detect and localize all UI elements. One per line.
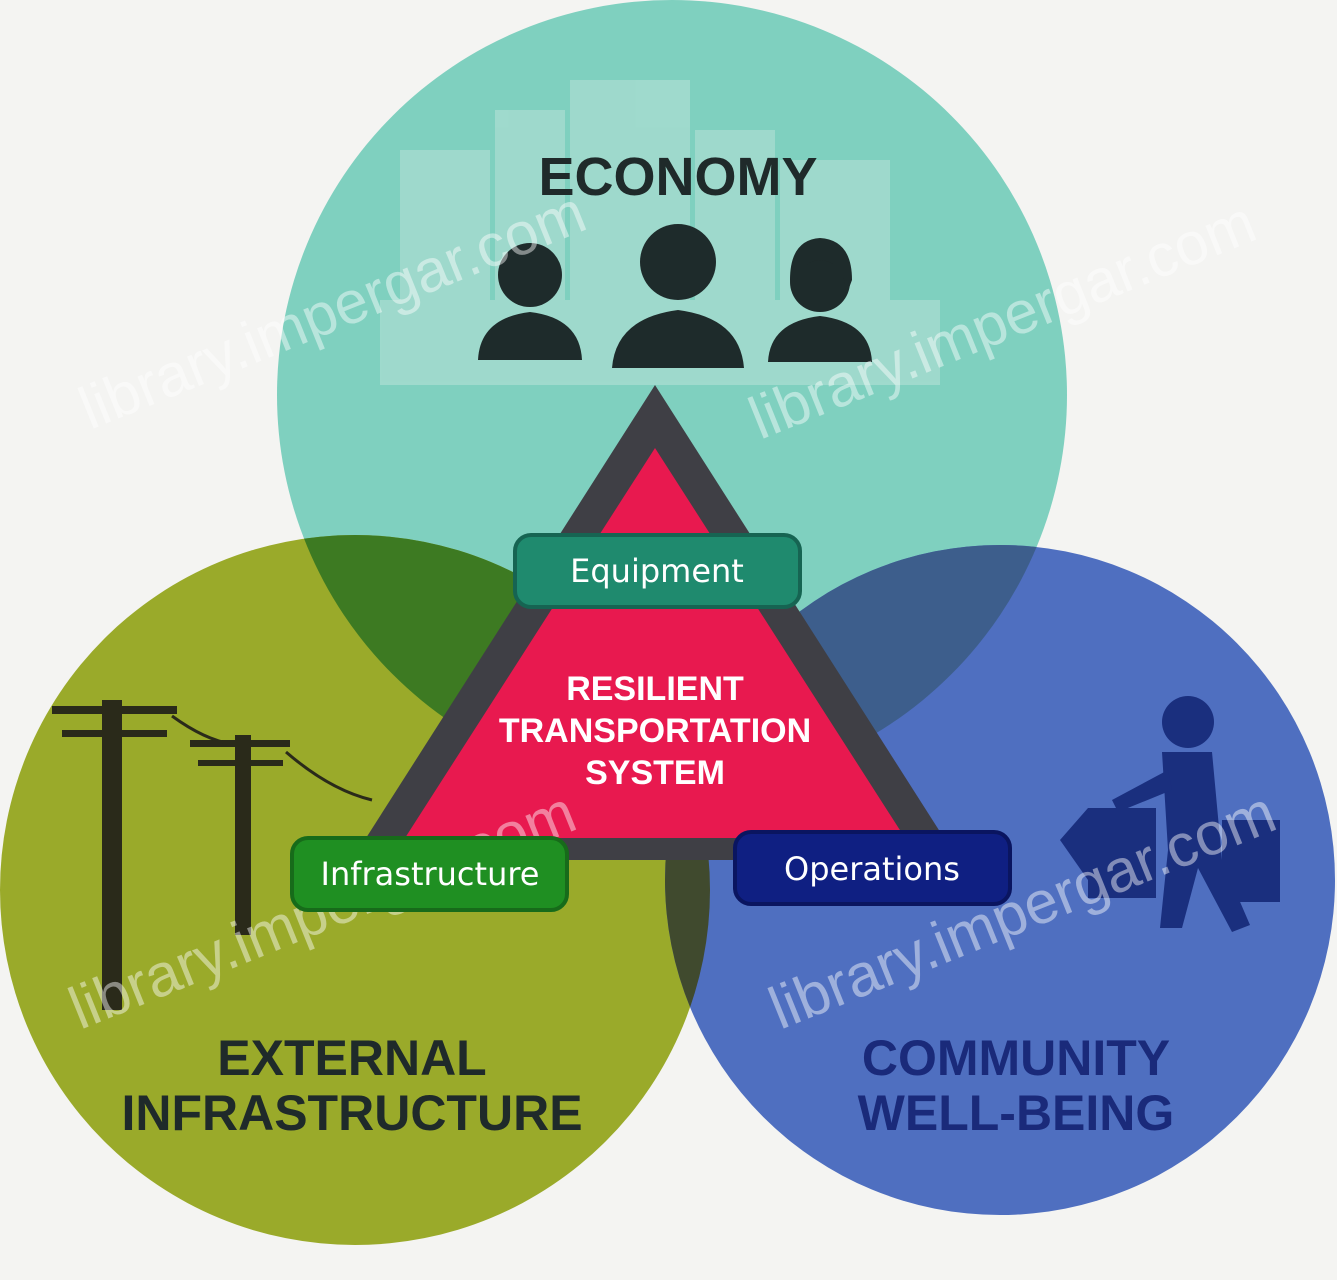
community-well-being-label-line2: WELL-BEING: [858, 1085, 1175, 1141]
operations-pill: Operations: [733, 830, 1012, 906]
core-label-line3: SYSTEM: [585, 754, 725, 792]
community-well-being-label-line1: COMMUNITY: [862, 1030, 1170, 1086]
infrastructure-pill-label: Infrastructure: [321, 855, 540, 893]
resilient-core: [405, 448, 905, 838]
external-infrastructure-label-line1: EXTERNAL: [217, 1030, 486, 1086]
external-infrastructure-label-line2: INFRASTRUCTURE: [121, 1085, 582, 1141]
equipment-pill: Equipment: [513, 533, 802, 609]
economy-label: ECONOMY: [538, 147, 817, 207]
power-pole-icon: [52, 700, 373, 1010]
core-label-line2: TRANSPORTATION: [499, 712, 811, 750]
business-people-icon: [478, 224, 872, 368]
infrastructure-pill: Infrastructure: [290, 836, 569, 912]
equipment-pill-label: Equipment: [570, 552, 744, 590]
shopper-icon: [1060, 696, 1280, 932]
core-label-line1: RESILIENT: [566, 670, 744, 708]
operations-pill-label: Operations: [784, 850, 960, 888]
